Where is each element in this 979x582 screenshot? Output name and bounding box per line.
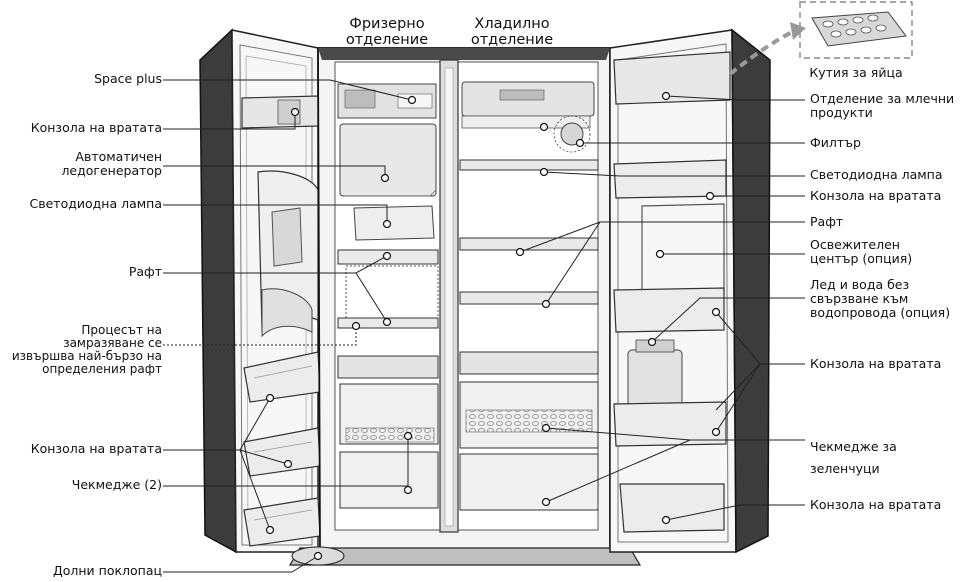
label-shelf-left: Рафт [128,264,162,279]
label-door-bin-2: Конзола на вратата [810,356,942,371]
label-door-bin-1: Конзола на вратата [810,188,942,203]
label-fast-freeze: Процесът на замразяване се извършва най-… [11,323,162,376]
label-shelf-right: Рафт [810,214,844,229]
egg-box-label: Кутия за яйца [809,65,903,80]
label-lower-cover: Долни поклопац [52,563,162,578]
fridge-door [609,28,771,554]
label-ice-maker: Автоматичен ледогенератор [61,149,162,178]
label-fresh-center: Освежителен център (опция) [810,237,913,266]
label-door-bin-lower: Конзола на вратата [30,441,162,456]
label-ice-water: Лед и вода без свързване към водопровода… [810,277,951,320]
label-door-bin-3: Конзола на вратата [810,497,942,512]
egg-box-inset [728,1,913,76]
label-led-lamp-right: Светодиодна лампа [810,167,943,182]
label-space-plus: Space plus [94,71,162,86]
label-filter: Филтър [810,135,861,150]
freezer-header: Фризерно отделение [345,16,429,48]
fridge-compartment [459,81,599,511]
label-led-lamp-left: Светодиодна лампа [29,196,163,211]
freezer-door [199,28,321,554]
label-dairy: Отделение за млечни продукти [810,91,955,120]
leader-dots [265,91,721,561]
leader-lines [163,79,805,573]
label-door-bin-top: Конзола на вратата [30,120,162,135]
label-drawer: Чекмедже (2) [71,477,162,492]
label-vegetable-drawer: Чекмедже за зеленчуци [810,439,897,476]
fridge-header: Хладилно отделение [470,16,554,48]
